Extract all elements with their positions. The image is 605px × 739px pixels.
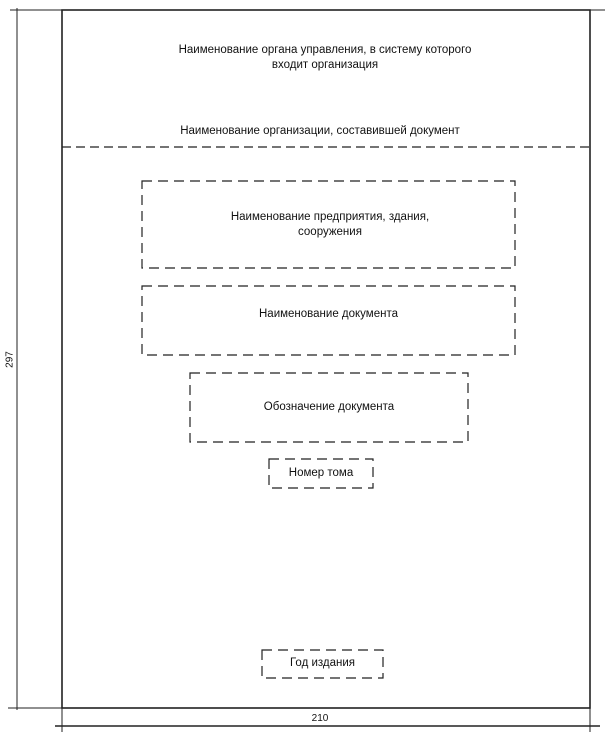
document-name-text: Наименование документа [259,308,398,320]
document-code-text: Обозначение документа [263,401,395,413]
year-box [261,649,384,679]
height-label: 297 [4,351,16,368]
width-label: 210 [311,713,329,724]
enterprise-box [141,180,516,269]
document-name-box [141,285,516,356]
document-code-box [189,372,469,443]
volume-number-text: Номер тома [288,467,354,479]
page-frame [61,9,591,709]
enterprise-text: Наименование предприятия, здания, сооруж… [230,211,430,238]
year-text: Год издания [289,657,356,669]
volume-number-box [268,458,374,489]
organization-text: Наименование организации, составившей до… [180,125,460,137]
authority-text: Наименование органа управления, в систем… [178,44,472,71]
